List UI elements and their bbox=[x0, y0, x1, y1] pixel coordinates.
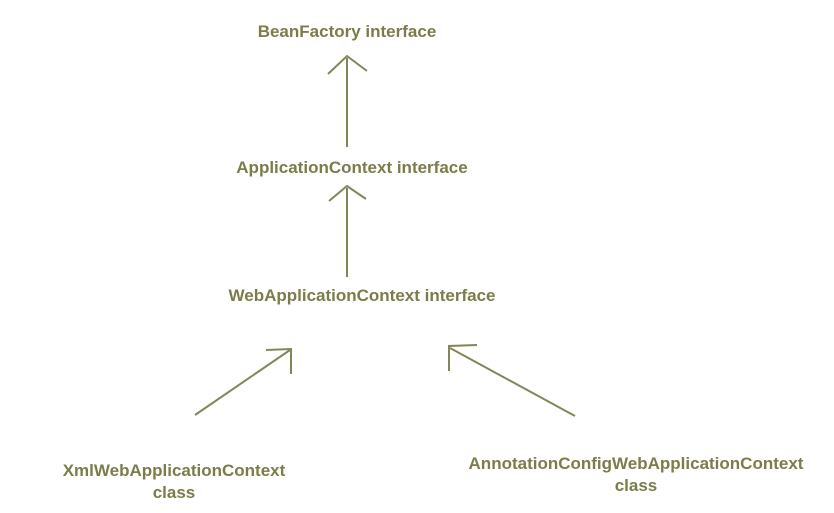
node-annotationconfigwebapplicationcontext-sublabel: class bbox=[614, 476, 658, 495]
node-annotationconfigwebapplicationcontext-class: AnnotationConfigWebApplicationContext cl… bbox=[426, 453, 834, 497]
node-beanfactory-interface: BeanFactory interface bbox=[257, 22, 437, 41]
node-xmlwebapplicationcontext-label: XmlWebApplicationContext bbox=[62, 461, 286, 480]
arrow-webapplicationcontext-to-applicationcontext bbox=[328, 184, 367, 277]
arrow-xmlwebapplicationcontext-to-webapplicationcontext bbox=[194, 347, 292, 416]
node-xmlwebapplicationcontext-class: XmlWebApplicationContext class bbox=[24, 460, 324, 504]
arrow-annotationconfig-to-webapplicationcontext bbox=[448, 344, 576, 417]
node-webapplicationcontext-interface: WebApplicationContext interface bbox=[228, 286, 496, 305]
arrow-applicationcontext-to-beanfactory bbox=[327, 54, 368, 147]
node-applicationcontext-interface: ApplicationContext interface bbox=[236, 158, 468, 177]
node-xmlwebapplicationcontext-sublabel: class bbox=[152, 483, 196, 502]
node-annotationconfigwebapplicationcontext-label: AnnotationConfigWebApplicationContext bbox=[468, 454, 804, 473]
